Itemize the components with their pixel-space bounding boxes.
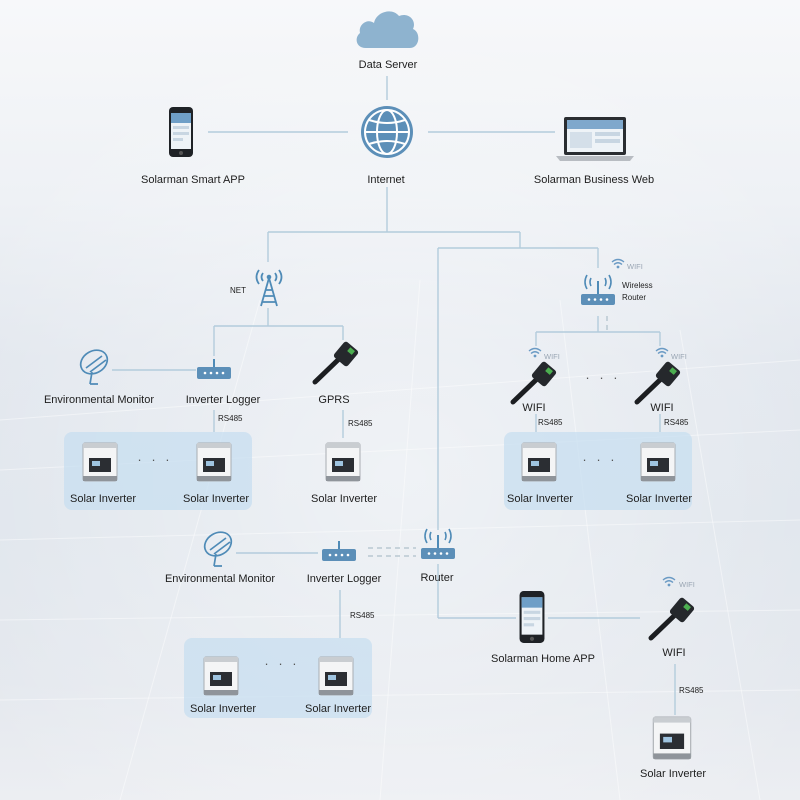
solar-inverter-label: Solar Inverter [69,493,137,505]
solar-inverter-label: Solar Inverter [310,493,378,505]
smartphone-icon[interactable] [518,590,546,644]
wifi-tag-label: WIFI [627,262,643,271]
solar-inverter-icon[interactable] [640,442,676,482]
wifi-signal-icon [655,347,669,358]
wifi-tag-label: WIFI [671,352,687,361]
inverter-logger-icon[interactable] [196,358,232,380]
solar-inverter-icon[interactable] [318,656,354,696]
solar-inverter-label: Solar Inverter [304,703,372,715]
wireless-label: Wireless [622,281,653,290]
router-label: Router [420,572,454,584]
inverter-logger-icon[interactable] [321,540,357,562]
smartphone-icon[interactable] [168,106,194,158]
solar-inverter-label: Solar Inverter [506,493,574,505]
laptop-icon[interactable] [556,116,634,162]
rs485-label: RS485 [350,611,375,620]
solar-inverter-icon[interactable] [521,442,557,482]
solar-inverter-label: Solar Inverter [189,703,257,715]
wifi-label: WIFI [662,647,686,659]
gprs-stick-icon[interactable] [312,340,362,386]
ellipsis-dots: · · · [585,370,621,385]
wifi-signal-icon [662,576,676,587]
env-monitor-label-top: Environmental Monitor [43,394,155,406]
solar-inverter-label: Solar Inverter [639,768,707,780]
inverter-logger-label-bottom: Inverter Logger [306,573,382,585]
gprs-label: GPRS [318,394,350,406]
smart-app-label: Solarman Smart APP [141,174,245,186]
data-server-label: Data Server [358,59,418,71]
router-sub-label: Router [622,293,647,302]
business-web-label: Solarman Business Web [533,174,655,186]
wifi-signal-icon [528,347,542,358]
environmental-monitor-icon[interactable] [196,530,238,568]
inverter-logger-label-top: Inverter Logger [185,394,261,406]
rs485-label: RS485 [664,418,689,427]
wifi-tag-label: WIFI [679,580,695,589]
solar-inverter-icon[interactable] [196,442,232,482]
solar-inverter-icon[interactable] [203,656,239,696]
wifi-tag-label: WIFI [544,352,560,361]
rs485-label: RS485 [679,686,704,695]
wireless-router-icon[interactable] [580,272,616,308]
ellipsis-dots: · · · [582,452,618,467]
solar-inverter-label: Solar Inverter [182,493,250,505]
wifi-label: WIFI [522,402,546,414]
internet-label: Internet [367,174,405,186]
wifi-stick-icon[interactable] [634,360,684,406]
wifi-stick-icon[interactable] [648,596,698,642]
wifi-stick-icon[interactable] [510,360,560,406]
net-label: NET [230,286,246,295]
solar-inverter-icon[interactable] [82,442,118,482]
env-monitor-label-bottom: Environmental Monitor [164,573,276,585]
solar-inverter-label: Solar Inverter [625,493,693,505]
internet-globe-icon[interactable] [359,104,415,160]
solar-inverter-icon[interactable] [650,716,694,760]
environmental-monitor-icon[interactable] [72,348,114,386]
rs485-label: RS485 [218,414,243,423]
wifi-signal-icon [611,258,625,269]
cell-tower-icon [255,269,283,307]
ellipsis-dots: · · · [137,452,173,467]
rs485-label: RS485 [538,418,563,427]
home-app-label: Solarman Home APP [491,653,595,665]
rs485-label: RS485 [348,419,373,428]
solar-inverter-icon[interactable] [325,442,361,482]
wifi-label: WIFI [650,402,674,414]
cloud-icon [356,11,419,48]
ellipsis-dots: · · · [264,656,300,671]
router-icon[interactable] [420,526,456,562]
